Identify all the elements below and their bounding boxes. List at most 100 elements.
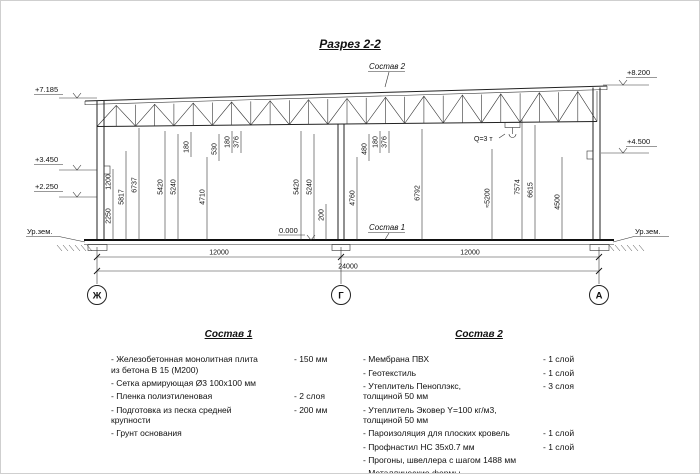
dim-label: 180 (225, 136, 232, 148)
list-item: - Пароизоляция для плоских кровель - 1 с… (363, 428, 595, 438)
dim-label: 376 (234, 136, 241, 148)
dim-label: 4500 (555, 194, 562, 210)
item-value: - 1 слой (543, 354, 575, 365)
item-value (543, 455, 595, 465)
item-value: - 2 слоя (294, 391, 325, 402)
dim-label: 5420 (294, 179, 301, 195)
item-line: - Утеплитель Эковер Y=100 кг/м3, (363, 404, 497, 415)
vertical-dimension-labels: 2250 1200 5817 6737 5420 5240 180 4710 5… (106, 136, 562, 224)
sostav2-heading: Состав 2 (455, 329, 503, 340)
item-value: - 1 слой (543, 441, 575, 452)
sostav1-callout: Состав 1 (369, 223, 405, 232)
dim-label: 180 (184, 141, 191, 153)
ground-level-label: Ур.зем. (27, 227, 52, 236)
item-value (294, 378, 346, 388)
item-line: - Пароизоляция для плоских кровель (363, 428, 510, 439)
dim-label: 5817 (119, 189, 126, 205)
dim-label: 5420 (158, 179, 165, 195)
dim-label: 12000 (460, 250, 480, 257)
list-item: - Железобетонная монолитная плита из бет… (111, 354, 346, 375)
elevation-label: +8.200 (627, 68, 650, 77)
list-item: - Мембрана ПВХ - 1 слой (363, 354, 595, 364)
list-item: - Профнастил НС 35х0.7 мм - 1 слой (363, 442, 595, 452)
axis-label: Г (338, 291, 344, 302)
bottom-dimensions: 12000 12000 24000 (93, 247, 603, 284)
item-line: - Грунт основания (111, 428, 182, 439)
dim-label: 1200 (106, 174, 113, 190)
item-line: - Прогоны, швеллера с шагом 1488 мм (363, 455, 517, 466)
dim-label: 24000 (338, 264, 358, 271)
dim-label: 530 (212, 143, 219, 155)
sostav2-callout: Состав 2 (369, 62, 406, 71)
item-value: - 3 слоя (543, 380, 574, 391)
item-line: - Подготовка из песка средней (111, 404, 232, 415)
item-line: крупности (111, 414, 151, 425)
item-line: - Пленка полиэтиленовая (111, 391, 213, 402)
dim-label: 5240 (307, 179, 314, 195)
list-item: - Металлические фермы (363, 468, 595, 473)
item-value: - 1 слой (543, 428, 575, 439)
item-value: - 150 мм (294, 354, 328, 365)
dim-label: 7574 (515, 179, 522, 195)
list-item: - Утеплитель Эковер Y=100 кг/м3, толщино… (363, 405, 595, 426)
item-line: толщиной 50 мм (363, 414, 429, 425)
sostav1-list: Состав 1 - Железобетонная монолитная пли… (111, 329, 346, 442)
sostav-leaders: Состав 2 Состав 1 (368, 62, 406, 240)
dim-label: ≈5200 (485, 188, 492, 208)
walls-columns (96, 87, 601, 240)
item-value (543, 405, 595, 426)
list-item: - Грунт основания (111, 428, 346, 438)
dim-label: 200 (319, 209, 326, 221)
item-line: толщиной 50 мм (363, 391, 429, 402)
crane-hook (498, 122, 521, 139)
item-line: из бетона В 15 (М200) (111, 364, 199, 375)
footings (87, 244, 610, 251)
item-line: - Железобетонная монолитная плита (111, 354, 258, 365)
list-item: - Геотекстиль - 1 слой (363, 368, 595, 378)
axis-markers: Ж Г А (87, 285, 609, 305)
dim-label: 4710 (200, 189, 207, 205)
dim-label: 5240 (171, 179, 178, 195)
dim-label: 12000 (209, 250, 229, 257)
ground-level-label: Ур.зем. (635, 227, 660, 236)
elevation-label: +3.450 (35, 155, 58, 164)
item-line: - Мембрана ПВХ (363, 354, 430, 365)
dim-label: 6737 (132, 177, 139, 193)
dim-label: 376 (382, 136, 389, 148)
dim-label: 480 (362, 143, 369, 155)
dim-label: 2250 (106, 208, 113, 224)
list-item: - Прогоны, швеллера с шагом 1488 мм (363, 455, 595, 465)
item-value: - 200 мм (294, 404, 328, 415)
item-value: - 1 слой (543, 367, 575, 378)
zero-level-label: 0.000 (279, 226, 298, 235)
list-item: - Пленка полиэтиленовая - 2 слоя (111, 391, 346, 401)
item-value (294, 428, 346, 438)
sostav1-heading: Состав 1 (204, 329, 253, 340)
vertical-dimension-lines (112, 119, 563, 240)
drawing-title: Разрез 2-2 (319, 37, 381, 51)
axis-label: Ж (92, 291, 102, 302)
item-line: - Сетка армирующая Ø3 100х100 мм (111, 377, 257, 388)
item-line: - Геотекстиль (363, 367, 417, 378)
dim-label: 180 (373, 136, 380, 148)
ground-hatch (56, 244, 645, 252)
elevation-label: +2.250 (35, 182, 58, 191)
floor (84, 239, 614, 245)
axis-label: А (596, 291, 603, 302)
list-item: - Подготовка из песка средней крупности … (111, 405, 346, 426)
item-value (543, 468, 595, 473)
sostav2-list: Состав 2 - Мембрана ПВХ - 1 слой - Геоте… (363, 329, 595, 473)
elevation-marks: +7.185 +3.450 +2.250 Ур.зем. +8.200 +4.5… (26, 68, 669, 243)
list-item: - Утеплитель Пеноплэкс, толщиной 50 мм -… (363, 381, 595, 402)
roof (84, 85, 608, 105)
dim-label: 4760 (350, 190, 357, 206)
list-item: - Сетка армирующая Ø3 100х100 мм (111, 378, 346, 388)
elevation-label: +4.500 (627, 137, 650, 146)
elevation-label: +7.185 (35, 85, 58, 94)
item-line: - Профнастил НС 35х0.7 мм (363, 441, 475, 452)
crane-label: Q=3 т (474, 136, 493, 143)
dim-label: 6792 (415, 185, 422, 201)
dim-label: 6615 (528, 182, 535, 198)
section-drawing: Q=3 т +7.185 +3.450 +2.250 Ур.зем. +8.20… (26, 62, 669, 305)
